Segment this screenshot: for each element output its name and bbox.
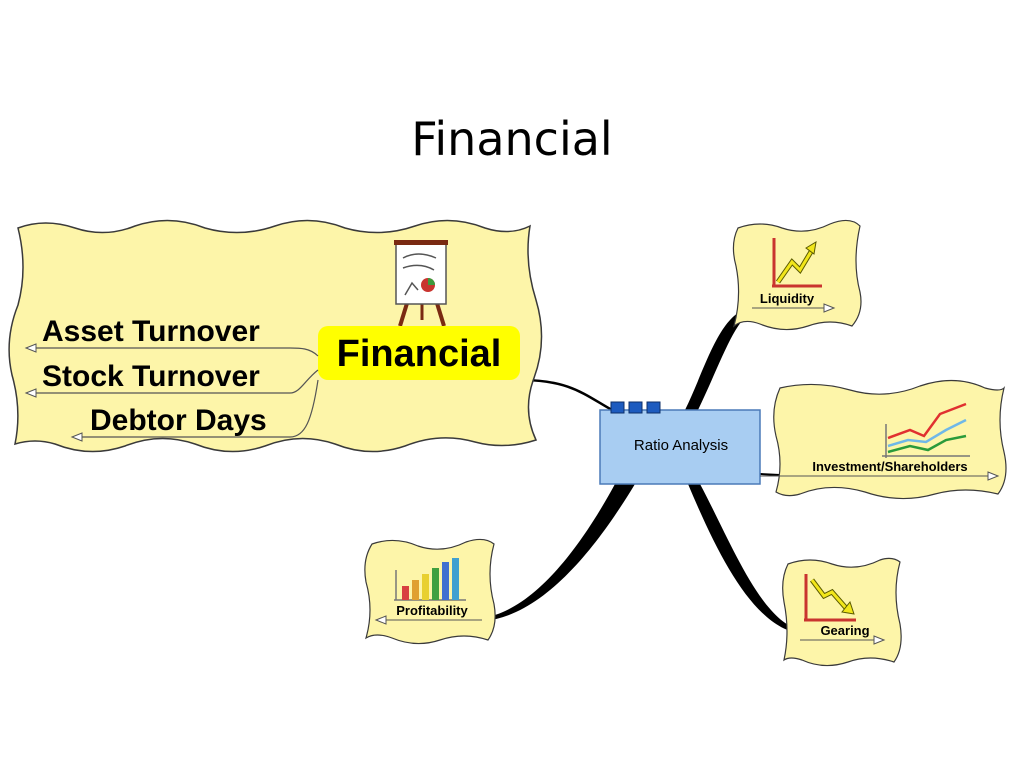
investment-cloud (773, 379, 1007, 500)
branch-label-liquidity: Liquidity (760, 291, 815, 306)
branch-label-profitability: Profitability (396, 603, 468, 618)
connector-financial-to-ratio (520, 378, 613, 412)
connector-ratio-to-profitability (482, 484, 635, 621)
profitability-arrow (374, 615, 387, 625)
node-handle-1 (610, 401, 625, 414)
sub-topic-connectors (32, 347, 319, 438)
main-topic-label: Financial (337, 333, 502, 375)
connector-ratio-to-gearing (688, 484, 802, 634)
connector-ratio-to-liquidity (685, 308, 755, 410)
gearing-arrow (873, 635, 886, 645)
node-handle-2 (628, 401, 643, 414)
sub-topic-stock-turnover: Stock Turnover (42, 360, 260, 393)
profitability-cloud (364, 538, 496, 645)
ratio-analysis-node (599, 409, 761, 485)
financial-highlight (318, 326, 520, 380)
branch-label-gearing: Gearing (820, 623, 869, 638)
sub-topic-arrows (24, 343, 83, 442)
liquidity-arrow (823, 303, 836, 313)
slide-title: Financial (411, 112, 613, 166)
presentation-easel-icon (394, 240, 448, 327)
sub-topic-debtor-days: Debtor Days (90, 404, 267, 437)
sub-topic-asset-turnover: Asset Turnover (42, 315, 260, 348)
branch-label-investment-shareholders: Investment/Shareholders (812, 459, 967, 474)
falling-line-chart-icon (804, 574, 856, 622)
liquidity-cloud (732, 219, 862, 331)
rising-line-chart-icon (772, 238, 822, 288)
node-handle-3 (646, 401, 661, 414)
central-node-label: Ratio Analysis (634, 437, 728, 454)
bar-chart-icon (394, 558, 466, 601)
investment-arrow (987, 471, 1000, 481)
multi-line-chart-icon (882, 402, 970, 458)
